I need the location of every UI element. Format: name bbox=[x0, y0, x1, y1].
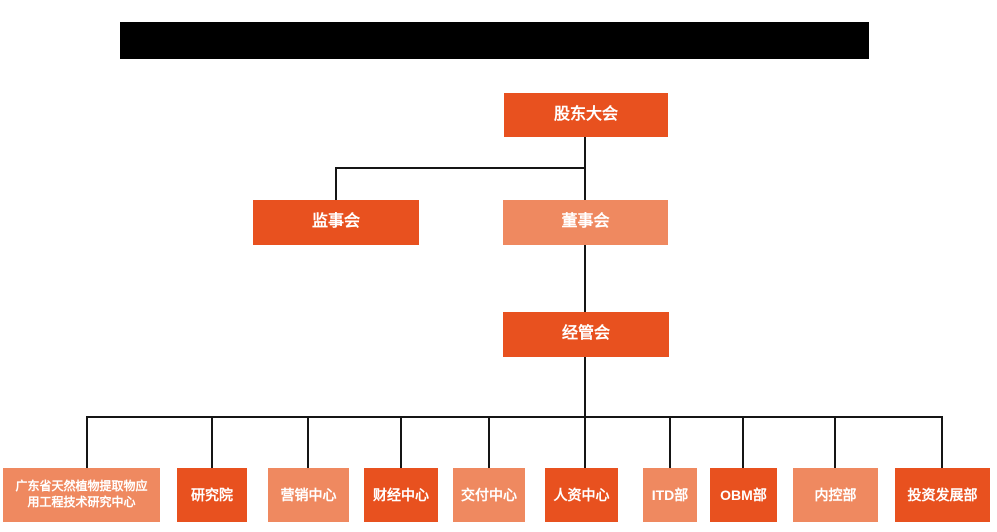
connector-line bbox=[584, 357, 586, 468]
org-node-label: OBM部 bbox=[720, 486, 767, 503]
org-node-supervisory-board: 监事会 bbox=[253, 200, 419, 245]
connector-line bbox=[307, 416, 309, 468]
connector-line bbox=[400, 416, 402, 468]
connector-line bbox=[335, 167, 337, 200]
org-node-shareholders-meeting: 股东大会 bbox=[504, 93, 668, 137]
org-node-label: 广东省天然植物提取物应用工程技术研究中心 bbox=[15, 479, 148, 509]
org-node-obm-dept: OBM部 bbox=[710, 468, 777, 522]
org-node-label: 经管会 bbox=[561, 325, 610, 343]
org-node-hr-center: 人资中心 bbox=[545, 468, 618, 522]
connector-line bbox=[941, 416, 943, 468]
org-node-label: 内控部 bbox=[814, 486, 857, 503]
org-node-label: 研究院 bbox=[191, 486, 233, 503]
org-node-delivery-center: 交付中心 bbox=[453, 468, 525, 522]
connector-line bbox=[834, 416, 836, 468]
org-node-label: 营销中心 bbox=[280, 486, 337, 503]
connector-line bbox=[742, 416, 744, 468]
org-node-finance-center: 财经中心 bbox=[364, 468, 438, 522]
org-node-research-institute: 研究院 bbox=[177, 468, 247, 522]
org-node-label: 财经中心 bbox=[373, 486, 429, 503]
connector-line bbox=[669, 416, 671, 468]
connector-line bbox=[86, 416, 943, 418]
connector-line bbox=[488, 416, 490, 468]
connector-line bbox=[86, 416, 88, 468]
org-node-itd-dept: ITD部 bbox=[643, 468, 697, 522]
org-node-label: ITD部 bbox=[651, 486, 689, 503]
org-node-internal-control-dept: 内控部 bbox=[793, 468, 878, 522]
org-node-label: 人资中心 bbox=[553, 486, 610, 503]
connector-line bbox=[211, 416, 213, 468]
org-node-investment-development-dept: 投资发展部 bbox=[895, 468, 990, 522]
redacted-title-bar bbox=[120, 22, 869, 59]
org-node-label: 董事会 bbox=[561, 213, 610, 231]
org-node-label: 交付中心 bbox=[461, 486, 517, 503]
org-node-marketing-center: 营销中心 bbox=[268, 468, 349, 522]
org-node-label: 投资发展部 bbox=[907, 486, 978, 503]
org-node-management-committee: 经管会 bbox=[503, 312, 669, 357]
org-node-label: 股东大会 bbox=[553, 105, 618, 123]
org-node-research-center: 广东省天然植物提取物应用工程技术研究中心 bbox=[3, 468, 160, 522]
org-node-label: 监事会 bbox=[311, 213, 360, 231]
org-node-board-of-directors: 董事会 bbox=[503, 200, 668, 245]
connector-line bbox=[584, 245, 586, 312]
connector-line bbox=[335, 167, 586, 169]
